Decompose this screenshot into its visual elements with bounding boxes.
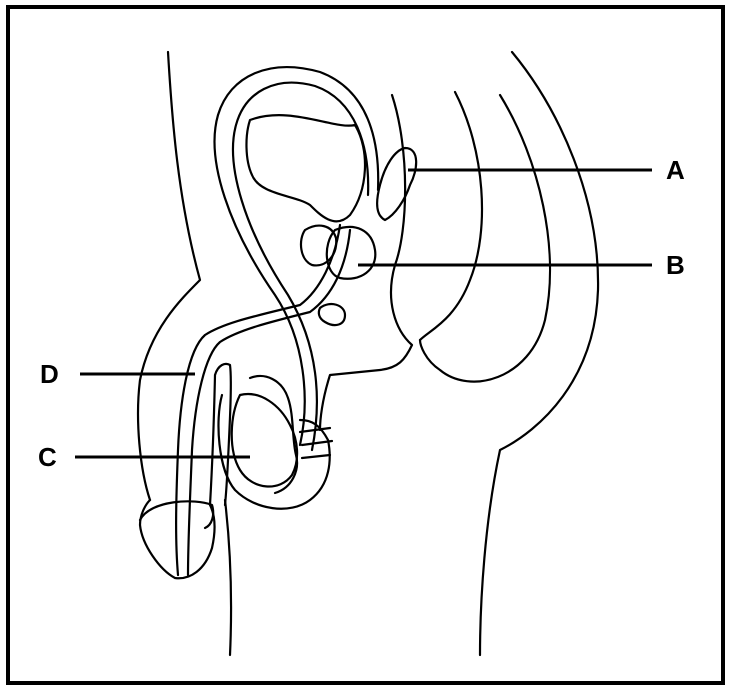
buttock-middle-outline	[420, 95, 550, 382]
epididymis	[250, 376, 297, 493]
label-c: C	[38, 442, 57, 472]
penis-shaft-lower	[210, 364, 231, 505]
label-b: B	[666, 250, 685, 280]
bulbourethral-gland	[319, 304, 345, 325]
urethra-lower	[188, 230, 350, 575]
vas-deferens-outer	[215, 67, 379, 445]
label-d: D	[40, 359, 59, 389]
abdomen-outline	[138, 52, 200, 500]
seminal-vesicle	[377, 148, 416, 220]
buttock-outer-outline	[480, 52, 598, 655]
testis-outline	[232, 394, 297, 486]
bladder-outline	[246, 115, 365, 221]
rectum-outline	[320, 95, 412, 430]
leg-front-outline	[225, 500, 231, 655]
buttock-inner-outline	[420, 92, 482, 340]
urethra-upper	[176, 225, 340, 575]
label-a: A	[666, 155, 685, 185]
